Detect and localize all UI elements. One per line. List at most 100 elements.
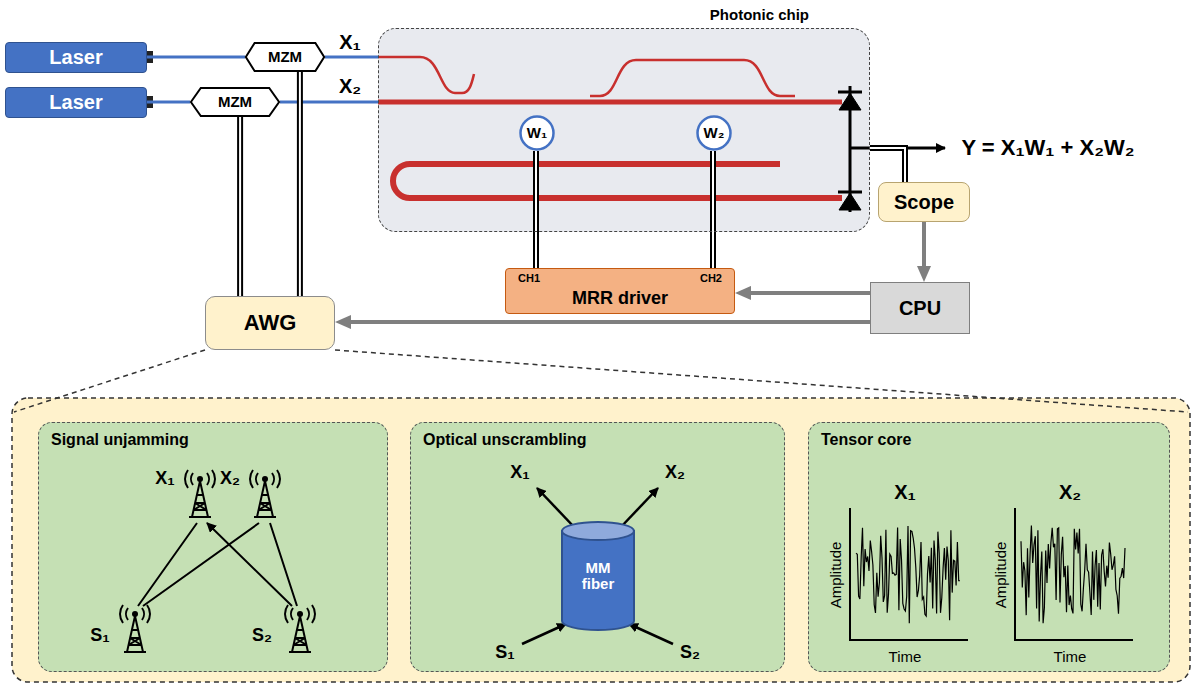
connector-line — [237, 117, 243, 296]
connector — [240, 117, 241, 296]
hexagon-outline — [246, 43, 324, 71]
label-holder: Time — [1054, 648, 1087, 665]
connector — [280, 102, 378, 103]
connector — [299, 72, 300, 296]
connector-line — [280, 101, 378, 104]
drawing-part — [185, 470, 215, 517]
ring-weight: W₁ — [519, 115, 555, 151]
chip-region: Photonic chipW₁W₂ — [378, 28, 870, 232]
axis-label: Amplitude — [992, 542, 1009, 609]
connector — [870, 148, 905, 182]
connector — [147, 57, 245, 58]
connector — [712, 151, 713, 268]
cylinder-top — [562, 522, 634, 540]
drawing-part — [839, 93, 861, 110]
node-label: Optical unscrambling — [423, 431, 587, 449]
node-label: W₂ — [704, 124, 725, 141]
signal-name: Y = X₁W₁ + X₂W₂ — [961, 135, 1134, 160]
connector-line — [870, 148, 905, 182]
drawing-part — [138, 523, 297, 606]
label-holder: X₂ — [665, 462, 685, 483]
drawing-part — [393, 164, 842, 198]
panel-ground — [38, 422, 388, 672]
node-label: W₁ — [527, 124, 547, 141]
ring-outline — [698, 117, 731, 150]
label-holder: S₁ — [495, 642, 514, 663]
label-holder: X₁ — [155, 468, 174, 489]
drawing-part — [537, 488, 575, 528]
modulator-hexagon: MZM — [190, 87, 280, 117]
cpu-box: CPU — [870, 282, 970, 334]
connector — [147, 102, 190, 103]
connector-line — [147, 56, 245, 59]
node-label: MZM — [218, 93, 252, 110]
ring-outline — [521, 117, 554, 150]
drawing-part — [378, 100, 842, 105]
signal-name: X₁ — [155, 468, 174, 489]
hexagon-outline — [191, 88, 279, 116]
connector-line — [299, 72, 301, 296]
node-label: MM fiber — [572, 560, 624, 593]
fiber-cylinder: MM fiber — [560, 521, 636, 631]
signal-name: S₂ — [680, 642, 700, 663]
signal-trace — [1021, 526, 1125, 624]
connector — [924, 222, 925, 270]
label-holder: X₂ — [220, 468, 240, 489]
fiber-arrows — [522, 488, 673, 644]
connector — [347, 322, 870, 323]
zoom-panel — [12, 398, 1190, 682]
label-holder: X₁ — [894, 481, 916, 504]
label-holder: X₁ — [510, 462, 529, 483]
connector — [747, 292, 870, 293]
signal-trace — [856, 526, 960, 623]
signal-trace — [856, 526, 1125, 624]
node-label: CH2 — [700, 272, 722, 285]
connector — [325, 57, 378, 58]
drawing-part — [620, 488, 658, 528]
signal-name: X₁ — [510, 462, 529, 483]
node-label: MRR driver — [506, 288, 734, 309]
drawing-part — [590, 60, 795, 96]
axis-label: Time — [1054, 648, 1087, 665]
waveguides — [378, 57, 842, 198]
node-label: Laser — [49, 91, 102, 114]
laser-box: Laser — [5, 42, 147, 73]
drawing-part — [522, 624, 566, 644]
signal-name: X₂ — [665, 462, 685, 483]
scope-box: Scope — [878, 182, 970, 222]
node-label: AWG — [244, 310, 297, 335]
node-label: Laser — [49, 46, 102, 69]
panel-ground — [410, 422, 785, 672]
label-holder: Y = X₁W₁ + X₂W₂ — [961, 135, 1134, 160]
drawing-part — [285, 605, 315, 652]
drawing-part — [120, 605, 150, 652]
connector-line — [325, 56, 378, 59]
drawing-part — [850, 508, 968, 640]
connector-line — [870, 148, 905, 182]
label-holder: Time — [889, 648, 922, 665]
node-label: Photonic chip — [710, 6, 809, 23]
drawing-part — [378, 57, 474, 93]
signal-name: S₁ — [90, 625, 109, 646]
jamming-scene — [120, 470, 315, 652]
node-label: CPU — [899, 297, 941, 320]
connector-line — [710, 151, 716, 268]
signal-name: X₂ — [339, 75, 361, 98]
connector-line — [347, 320, 870, 324]
label-holder: S₂ — [680, 642, 700, 663]
chip-ground — [378, 28, 870, 232]
label-holder: X₂ — [1059, 481, 1081, 504]
label-holder: Amplitude — [827, 542, 844, 609]
label-holder: S₂ — [252, 625, 272, 646]
node-label: Tensor core — [821, 431, 911, 449]
laser-box: Laser — [5, 87, 147, 118]
connector-line — [533, 151, 539, 268]
node-label: MZM — [268, 48, 302, 65]
driver-box: CH1CH2MRR driver — [505, 268, 735, 314]
signal-name: X₁ — [894, 481, 916, 504]
signal-name: X₁ — [339, 31, 361, 54]
label-holder: S₁ — [90, 625, 109, 646]
application-panel: Optical unscrambling MM fiber — [410, 422, 785, 672]
node-label: Scope — [894, 191, 954, 214]
modulator-hexagon: MZM — [245, 42, 325, 72]
